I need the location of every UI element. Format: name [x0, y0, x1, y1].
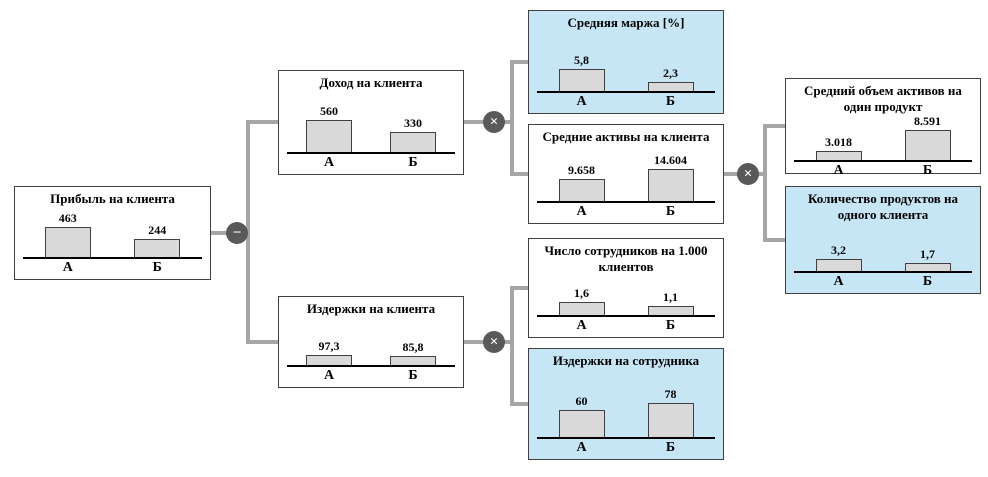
node-title: Издержки на сотрудника [552, 353, 700, 368]
operator-times-icon: × [737, 163, 759, 185]
category-label-a: А [576, 204, 587, 219]
bar-a [815, 151, 862, 161]
category-label-b: Б [665, 204, 676, 219]
node-revenue-per-client: Доход на клиента 560 330 А Б [278, 70, 464, 175]
node-profit-per-client: Прибыль на клиента 463 244 А Б [14, 186, 211, 280]
node-products-per-client: Количество продуктов на одного клиента 3… [785, 186, 981, 294]
axis-line [537, 91, 715, 93]
bar-value-a: 3.018 [825, 135, 852, 150]
bar-b [134, 239, 181, 257]
axis-line [794, 160, 972, 163]
category-label-a: А [833, 163, 844, 179]
bar-value-b: 244 [148, 223, 167, 237]
node-title: Прибыль на клиента [50, 191, 175, 206]
node-title: Средняя маржа [%] [567, 15, 685, 30]
node-title: Количество продуктов на одного клиента [807, 191, 959, 222]
category-label-a: А [323, 368, 335, 383]
bar-value-a: 463 [58, 211, 77, 225]
bar-chart: 3,2 1,7 А Б [786, 222, 980, 293]
axis-line [537, 201, 715, 203]
node-costs-per-employee: Издержки на сотрудника 60 78 А Б [528, 348, 724, 460]
bar-a [558, 410, 605, 437]
operator-times-icon: × [483, 111, 505, 133]
connector-assets-split [722, 124, 787, 242]
bar-value-b: 78 [664, 387, 677, 401]
axis-line [537, 315, 715, 317]
bar-value-b: 1,1 [663, 290, 678, 304]
category-label-b: Б [665, 440, 676, 455]
node-average-assets-per-client: Средние активы на клиента 9.658 14.604 А… [528, 124, 724, 224]
category-label-a: А [323, 155, 335, 170]
node-title: Средний объем активов на один продукт [804, 83, 962, 114]
operator-minus-icon: − [226, 222, 248, 244]
node-title: Издержки на клиента [306, 301, 436, 316]
category-label-b: Б [922, 274, 933, 289]
category-label-a: А [62, 260, 73, 275]
bar-a [44, 227, 91, 257]
node-title: Число сотрудников на 1.000 клиентов [544, 243, 708, 274]
node-title: Доход на клиента [319, 75, 423, 90]
category-label-b: Б [408, 368, 418, 383]
bar-chart: 463 244 А Б [15, 207, 210, 279]
category-label-b: Б [922, 163, 933, 179]
bar-chart: 3.018 8.591 А Б [786, 114, 980, 182]
bar-b [904, 263, 951, 271]
bar-value-a: 97,3 [318, 339, 340, 353]
category-label-a: А [833, 274, 844, 289]
axis-line [287, 365, 455, 367]
bar-value-b: 2,3 [663, 66, 678, 80]
bar-b [647, 82, 694, 91]
bar-value-a: 3,2 [831, 243, 846, 257]
category-label-b: Б [408, 155, 418, 170]
bar-chart: 1,6 1,1 А Б [529, 274, 723, 337]
bar-b [390, 356, 436, 365]
bar-a [558, 179, 605, 201]
bar-a [558, 302, 605, 315]
bar-value-b: 1,7 [920, 247, 935, 261]
bar-b [904, 130, 951, 161]
category-label-a: А [576, 94, 587, 109]
bar-a [558, 69, 605, 91]
bar-chart: 5,8 2,3 А Б [529, 31, 723, 113]
category-label-b: Б [665, 318, 676, 333]
bar-chart: 97,3 85,8 А Б [279, 317, 463, 387]
bar-b [647, 169, 694, 201]
node-title: Средние активы на клиента [542, 129, 710, 144]
axis-line [794, 271, 972, 273]
bar-b [647, 403, 694, 437]
category-label-a: А [576, 440, 587, 455]
operator-times-icon: × [483, 331, 505, 353]
bar-value-b: 8.591 [914, 114, 941, 129]
node-costs-per-client: Издержки на клиента 97,3 85,8 А Б [278, 296, 464, 388]
node-employees-per-1000-clients: Число сотрудников на 1.000 клиентов 1,6 … [528, 238, 724, 338]
category-label-a: А [576, 318, 587, 333]
bar-a [306, 355, 352, 365]
bar-b [647, 306, 694, 315]
bar-b [390, 132, 436, 152]
bar-a [815, 259, 862, 271]
bar-value-b: 14.604 [654, 153, 687, 167]
axis-line [23, 257, 202, 259]
bar-value-a: 9.658 [568, 163, 595, 177]
category-label-b: Б [152, 260, 162, 275]
bar-value-a: 1,6 [574, 286, 589, 300]
bar-value-a: 60 [575, 394, 588, 408]
bar-value-b: 330 [404, 116, 422, 130]
bar-chart: 9.658 14.604 А Б [529, 145, 723, 223]
category-label-b: Б [665, 94, 676, 109]
bar-value-b: 85,8 [402, 340, 424, 354]
node-average-margin: Средняя маржа [%] 5,8 2,3 А Б [528, 10, 724, 114]
bar-chart: 60 78 А Б [529, 369, 723, 459]
bar-chart: 560 330 А Б [279, 91, 463, 174]
axis-line [287, 152, 455, 154]
bar-value-a: 560 [320, 104, 338, 118]
bar-a [306, 120, 352, 152]
axis-line [537, 437, 715, 439]
node-average-assets-per-product: Средний объем активов на один продукт 3.… [785, 78, 981, 178]
bar-value-a: 5,8 [574, 53, 589, 67]
